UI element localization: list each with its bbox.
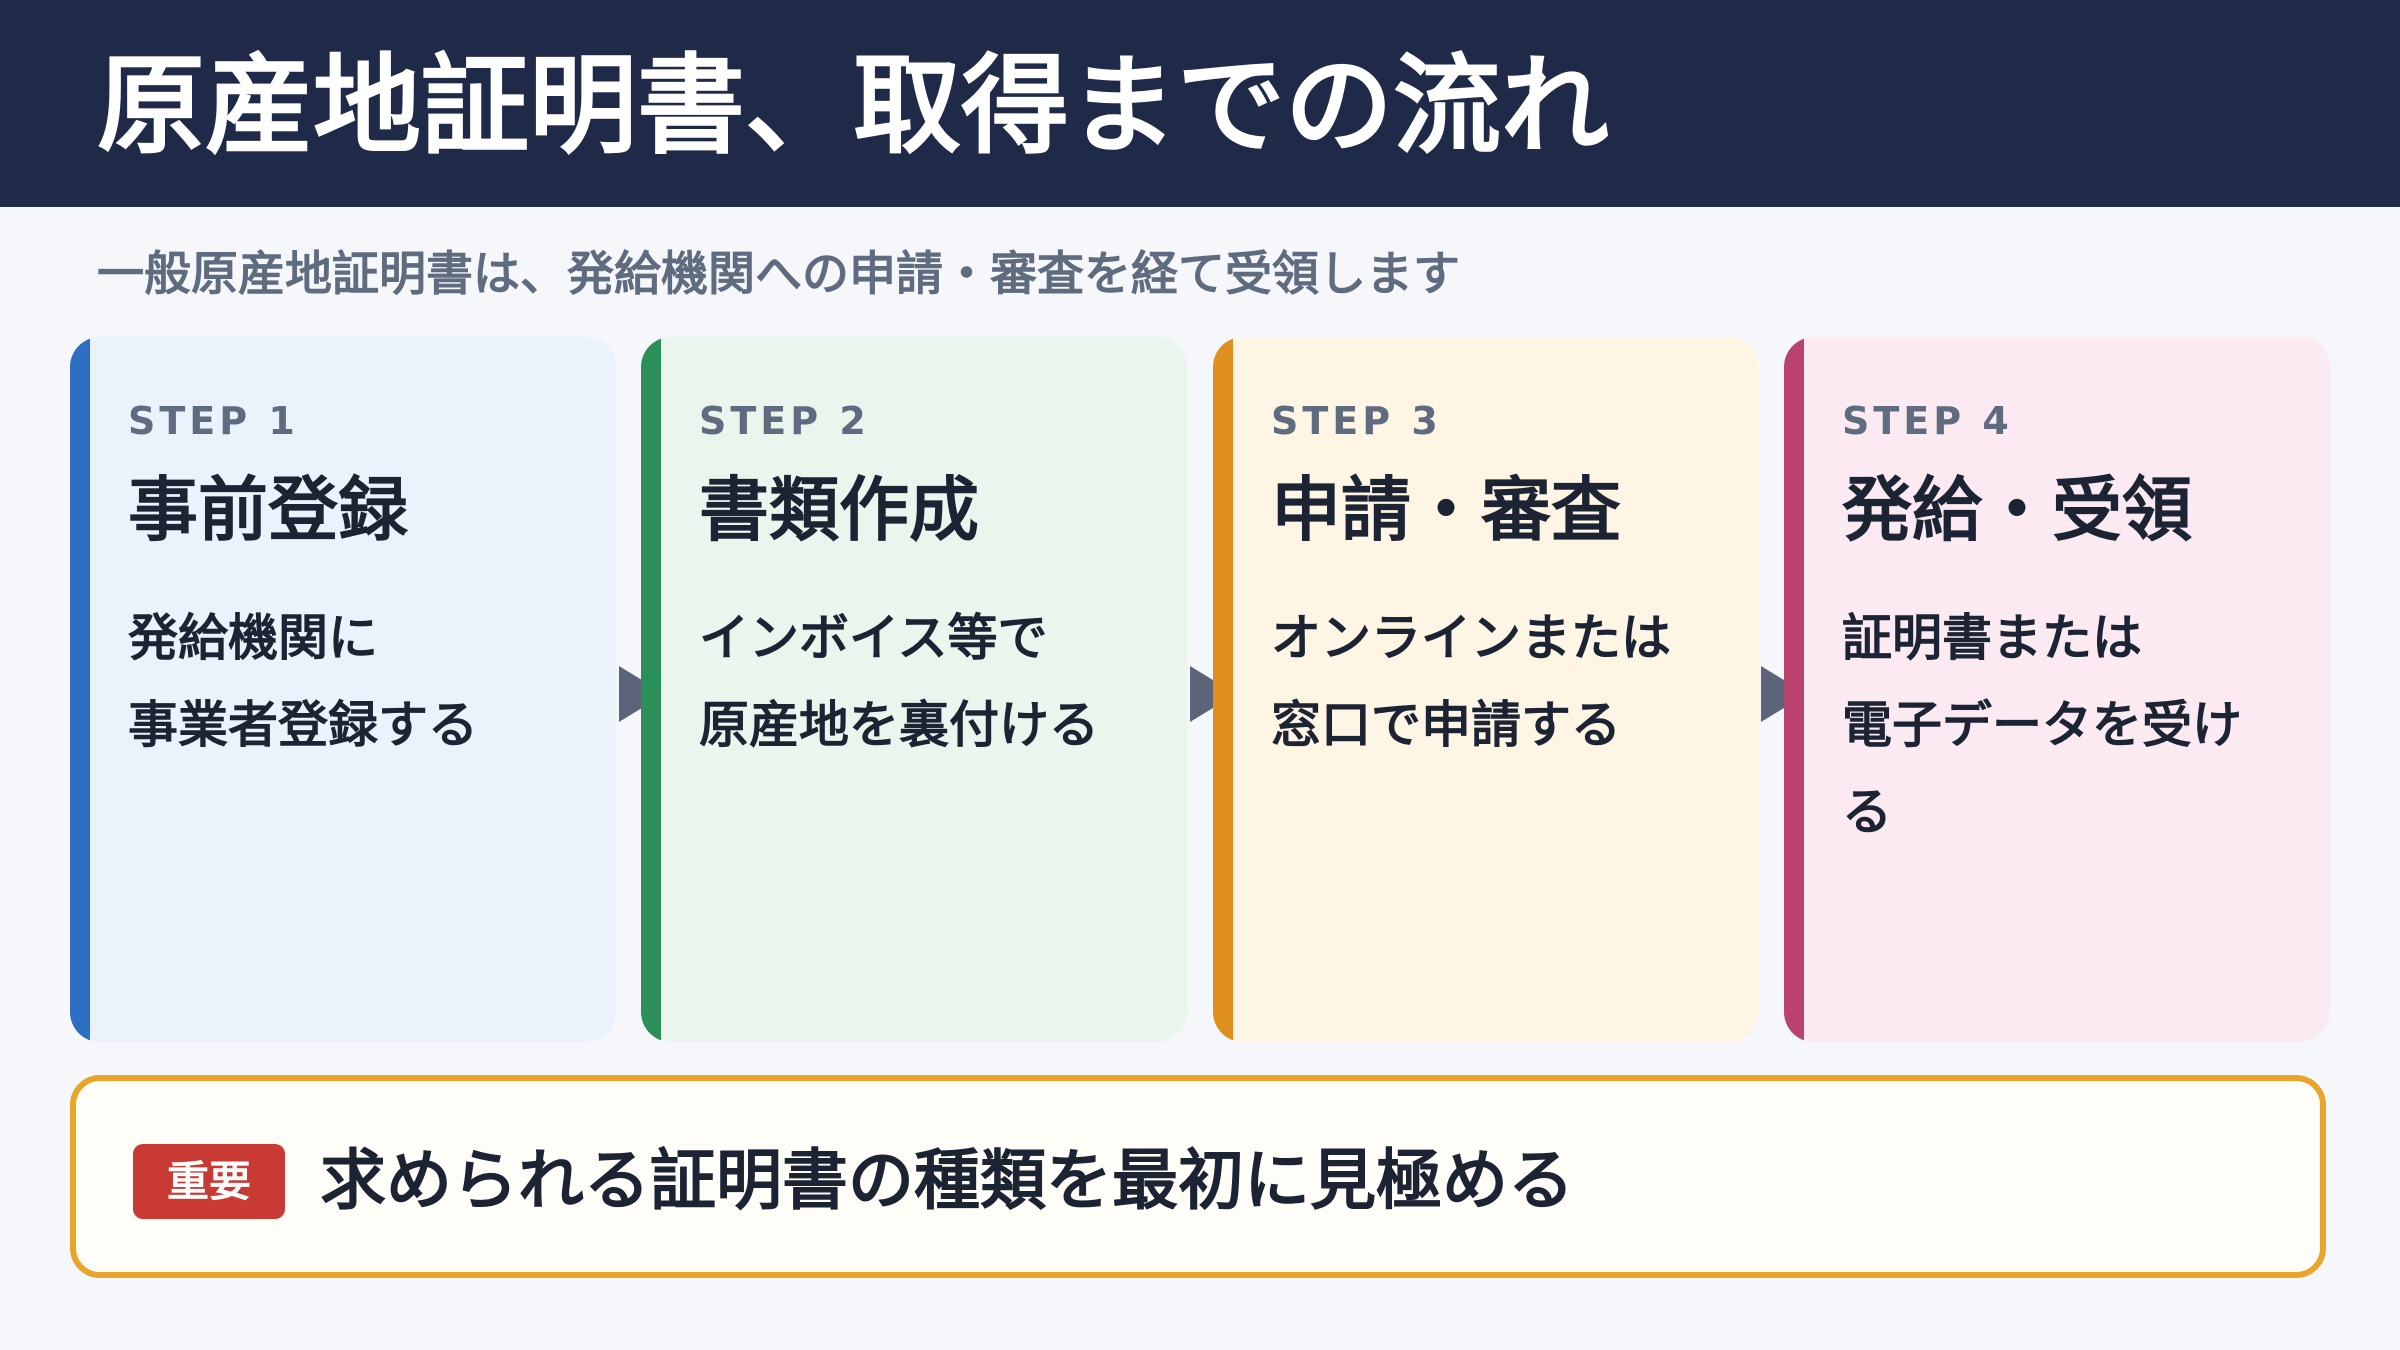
page-title: 原産地証明書、取得までの流れ	[97, 44, 1610, 169]
step-title: 事前登録	[128, 469, 408, 551]
step-card-accent-bar	[70, 337, 90, 1042]
step-card-accent-bar	[1784, 337, 1804, 1042]
important-note-text: 求められる証明書の種類を最初に見極める	[320, 1142, 1574, 1219]
step-title: 書類作成	[699, 469, 979, 551]
step-description: オンラインまたは 窓口で申請する	[1271, 609, 1671, 754]
step-description: 証明書または 電子データを受け る	[1842, 609, 2242, 841]
step-description: 発給機関に 事業者登録する	[128, 609, 478, 754]
step-card-4: STEP 4 発給・受領 証明書または 電子データを受け る	[1784, 337, 2330, 1042]
page-subtitle: 一般原産地証明書は、発給機関への申請・審査を経て受領します	[97, 247, 1460, 302]
step-title: 申請・審査	[1271, 469, 1621, 551]
step-card-2: STEP 2 書類作成 インボイス等で 原産地を裏付ける	[641, 337, 1187, 1042]
step-card-accent-bar	[641, 337, 661, 1042]
step-card-3: STEP 3 申請・審査 オンラインまたは 窓口で申請する	[1213, 337, 1759, 1042]
step-card-accent-bar	[1213, 337, 1233, 1042]
step-card-1: STEP 1 事前登録 発給機関に 事業者登録する	[70, 337, 616, 1042]
important-note-box: 重要 求められる証明書の種類を最初に見極める	[70, 1075, 2326, 1278]
important-badge: 重要	[133, 1144, 285, 1219]
step-title: 発給・受領	[1842, 469, 2192, 551]
step-description: インボイス等で 原産地を裏付ける	[699, 609, 1099, 754]
step-label: STEP 4	[1842, 399, 2013, 443]
step-label: STEP 2	[699, 399, 870, 443]
header-banner: 原産地証明書、取得までの流れ	[0, 0, 2400, 207]
step-label: STEP 1	[128, 399, 299, 443]
step-label: STEP 3	[1271, 399, 1442, 443]
